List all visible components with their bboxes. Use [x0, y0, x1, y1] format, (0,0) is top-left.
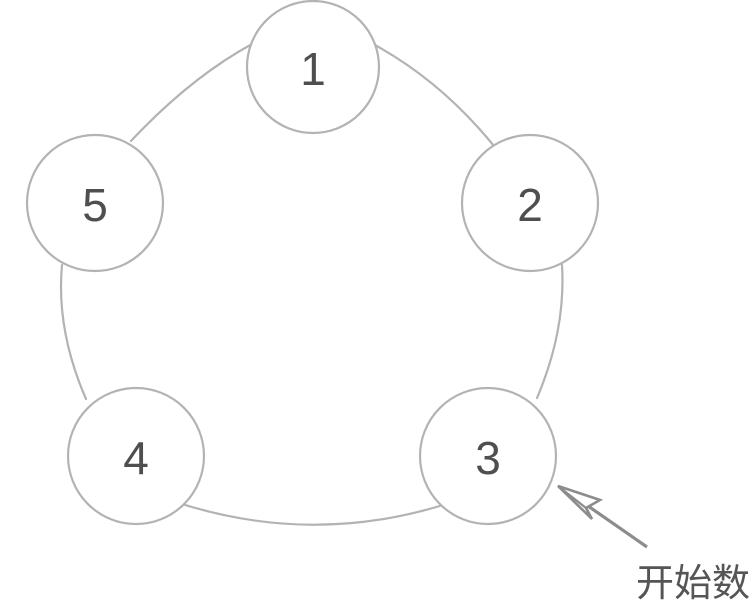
node-4-circle[interactable] — [66, 386, 206, 526]
node-1-circle[interactable] — [245, 0, 381, 135]
node-3[interactable]: 3 — [418, 386, 558, 526]
annotation-label-start-count: 开始数 — [636, 561, 750, 603]
edge-node2-to-node3 — [535, 263, 564, 400]
node-group: 1 2 3 4 5 — [25, 0, 600, 526]
node-4[interactable]: 4 — [66, 386, 206, 526]
node-5[interactable]: 5 — [25, 133, 165, 273]
node-1-label: 1 — [300, 43, 326, 95]
node-3-circle[interactable] — [418, 386, 558, 526]
edge-node3-to-node4 — [180, 502, 445, 526]
node-2-label: 2 — [517, 179, 543, 231]
node-2[interactable]: 2 — [460, 133, 600, 273]
node-5-label: 5 — [82, 179, 108, 231]
node-5-circle[interactable] — [25, 133, 165, 273]
arrow-head-crease-icon — [557, 485, 587, 509]
edge-node4-to-node5 — [59, 263, 88, 401]
node-4-label: 4 — [123, 432, 149, 484]
node-1[interactable]: 1 — [245, 0, 381, 135]
edge-node5-to-node1 — [129, 42, 254, 143]
node-2-circle[interactable] — [460, 133, 600, 273]
edge-group — [59, 42, 564, 526]
start-pointer-annotation: 开始数 — [557, 484, 750, 603]
pointer-shaft — [587, 504, 648, 549]
edge-node1-to-node2 — [373, 43, 496, 148]
node-3-label: 3 — [475, 432, 501, 484]
